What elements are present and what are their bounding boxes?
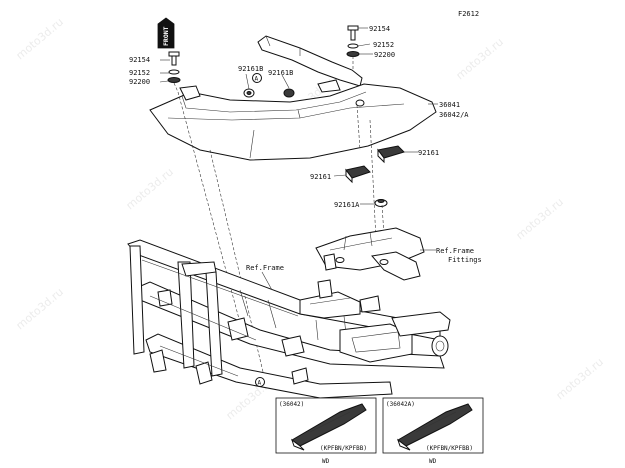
watermark-text: moto3d.ru	[14, 285, 66, 332]
hardware-stack-left	[159, 51, 181, 93]
label-92161-right: 92161	[418, 149, 439, 157]
inset-part-label: (36042)	[279, 401, 304, 408]
grommet-92161b	[243, 73, 290, 98]
seat-cover-part	[149, 35, 437, 161]
watermark-layer: moto3d.ru moto3d.ru moto3d.ru moto3d.ru …	[14, 15, 606, 422]
watermark-text: moto3d.ru	[554, 355, 606, 402]
label-ref-frame-fittings-2: Fittings	[448, 256, 482, 264]
watermark-text: moto3d.ru	[514, 195, 566, 242]
inset-36042: (36042) (KPFBN/KPFBB)	[275, 397, 377, 454]
label-ref-frame-fittings-1: Ref.Frame	[436, 247, 474, 255]
circle-ref-a-bottom: A	[255, 377, 265, 387]
inset-variant-label: (KPFBN/KPFBB)	[320, 445, 367, 452]
label-92161a: 92161A	[334, 201, 360, 209]
label-92161b-a: 92161B	[238, 65, 263, 73]
label-92154-left: 92154	[129, 56, 150, 64]
damper-pad-left	[333, 165, 371, 184]
label-92152-left: 92152	[129, 69, 150, 77]
label-92152-top: 92152	[373, 41, 394, 49]
label-ref-frame: Ref.Frame	[246, 264, 284, 272]
label-92161b-b: 92161B	[268, 69, 293, 77]
watermark-text: moto3d.ru	[124, 165, 176, 212]
inset-part-label: (36042A)	[386, 401, 415, 408]
watermark-text: moto3d.ru	[14, 15, 66, 62]
label-92200-left: 92200	[129, 78, 150, 86]
label-92200-top: 92200	[374, 51, 395, 59]
inset-variant-label: (KPFBN/KPFBB)	[426, 445, 473, 452]
frame-assembly	[127, 239, 451, 399]
svg-text:A: A	[255, 76, 259, 83]
circle-ref-a-top: A	[252, 73, 262, 83]
damper-pad-right	[377, 145, 418, 164]
frame-fittings-bracket	[315, 227, 436, 281]
label-92161-left: 92161	[310, 173, 331, 181]
hardware-stack-top	[346, 25, 373, 75]
inset-36042a: (36042A) (KPFBN/KPFBB)	[382, 397, 484, 454]
label-36041: 36041	[439, 101, 460, 109]
grommet-92161a	[360, 199, 388, 207]
figure-code: F2612	[458, 10, 479, 18]
watermark-text: moto3d.ru	[454, 35, 506, 82]
svg-text:A: A	[258, 380, 262, 387]
inset-code-label: WD	[322, 458, 330, 465]
front-direction-badge: FRONT	[157, 17, 175, 49]
label-36042a: 36042/A	[439, 111, 469, 119]
inset-code-label: WD	[429, 458, 437, 465]
front-label: FRONT	[162, 26, 170, 46]
label-92154-top: 92154	[369, 25, 390, 33]
